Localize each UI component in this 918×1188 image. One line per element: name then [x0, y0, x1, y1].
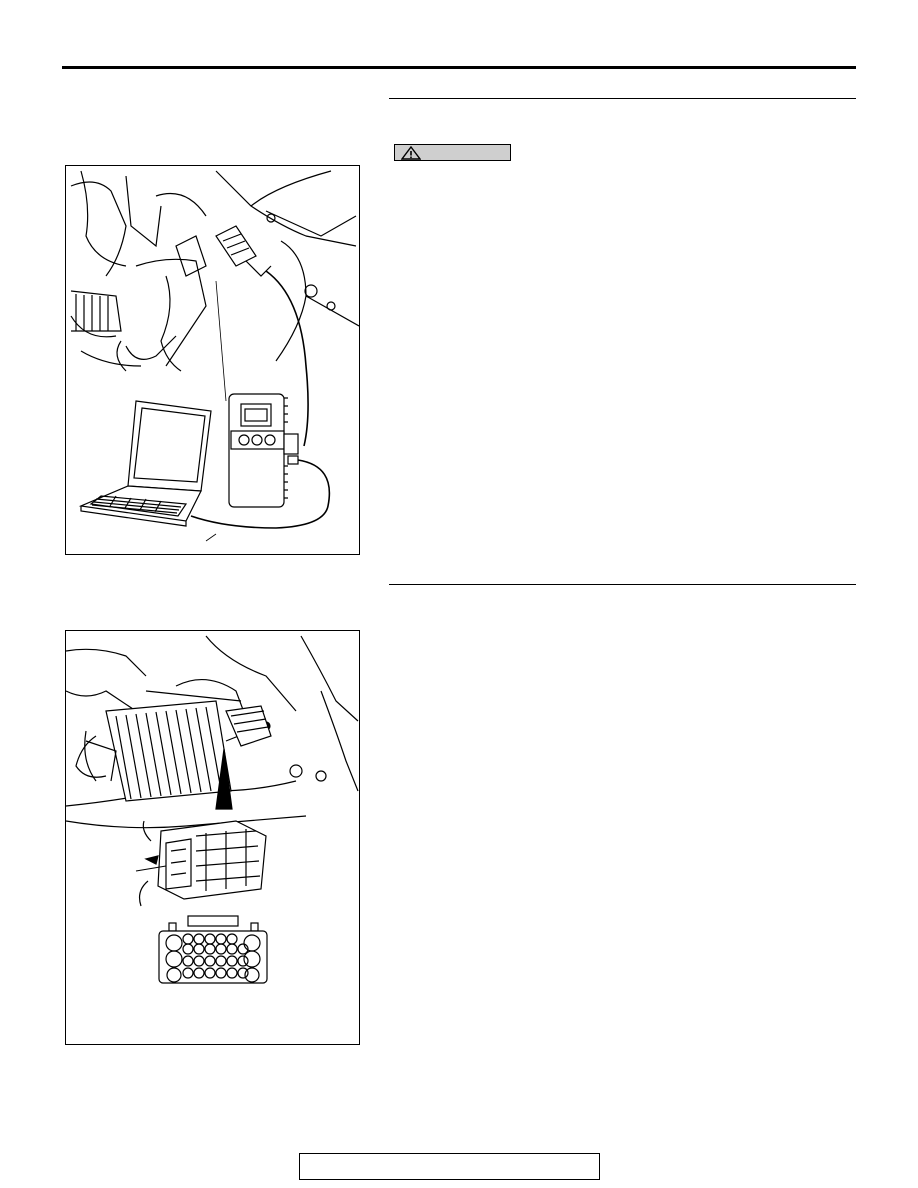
footer-page-box: [299, 1153, 600, 1180]
connector-location-illustration: [66, 635, 359, 984]
connector-location-figure: [65, 630, 360, 1045]
scan-tool-connection-figure: [65, 165, 360, 555]
scan-tool-connection-illustration: [70, 170, 359, 542]
section-divider-1: [389, 98, 856, 99]
section-divider-2: [389, 584, 856, 585]
header-rule: [62, 66, 856, 69]
warning-triangle-icon: [401, 146, 421, 160]
caution-badge: [394, 144, 511, 161]
